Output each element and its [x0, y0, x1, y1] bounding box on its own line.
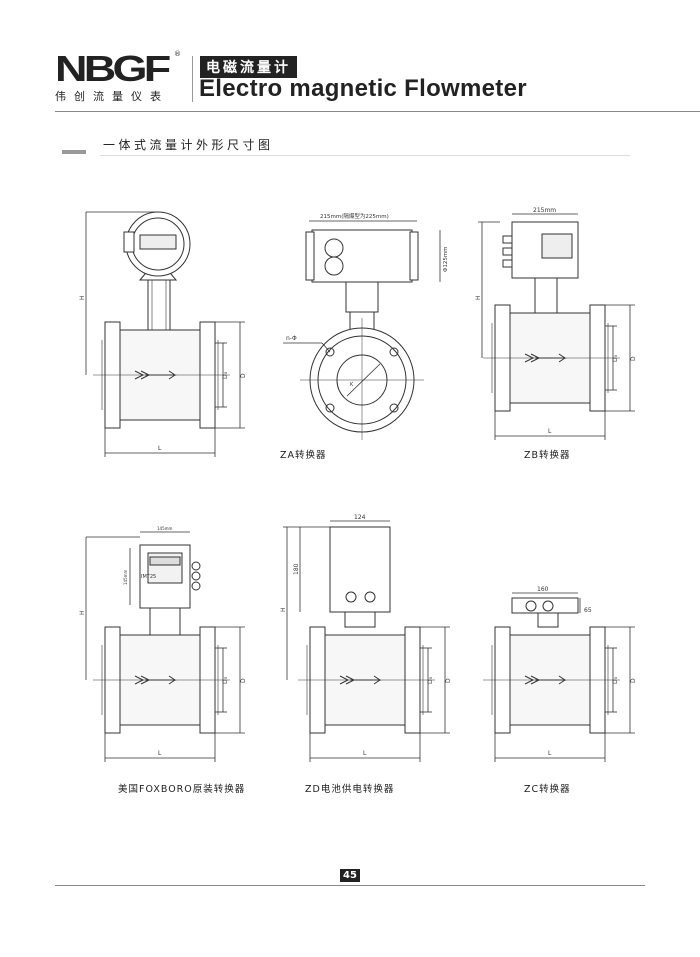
zc-flow-arrow-icon: [524, 675, 567, 685]
za-bolt-hole: [389, 403, 399, 413]
section-title: 一体式流量计外形尺寸图: [103, 138, 274, 152]
za-D-label: D: [240, 373, 247, 378]
zb-cable-gland: [502, 235, 513, 244]
za-caption: ZA转换器: [280, 450, 327, 461]
footer-rule: [55, 885, 645, 886]
registered-mark: ®: [174, 50, 181, 58]
za-K-label: K: [350, 382, 354, 388]
zb-width-label: 215mm: [533, 207, 556, 214]
zd-D-label: D: [445, 678, 452, 683]
zd-H-label: H: [280, 607, 287, 612]
za-bolt-hole: [325, 403, 335, 413]
zc-converter-housing: [511, 597, 579, 614]
zd-port: [364, 591, 376, 603]
za-hole-label: n-Φ: [286, 335, 297, 342]
section-marker: [62, 150, 86, 154]
zc-port: [542, 600, 554, 612]
foxboro-flow-arrow-icon: [134, 675, 177, 685]
zc-caption: ZC转换器: [524, 784, 571, 795]
za-width-label: 215mm(隔爆型为225mm): [320, 212, 389, 220]
za-H-label: H: [79, 295, 86, 300]
zd-height-label: 180: [293, 563, 300, 575]
foxboro-cable-gland: [191, 561, 201, 571]
zd-flow-arrow-icon: [339, 675, 382, 685]
brand-logo: NBGF 伟创流量仪表: [55, 51, 180, 104]
za-flow-arrow-icon: [134, 370, 177, 380]
za-front-endcap: [305, 231, 315, 281]
zc-neck: [537, 612, 559, 628]
english-title: Electro magnetic Flowmeter: [199, 75, 527, 102]
zb-caption: ZB转换器: [524, 450, 571, 461]
za-height-label: Φ125mm: [443, 246, 449, 272]
foxboro-display: [149, 556, 181, 566]
za-hole-leader: [321, 342, 331, 353]
header-rule: [55, 111, 700, 112]
za-front-port: [324, 256, 344, 276]
foxboro-D0-label: D₀: [222, 676, 229, 684]
zb-display: [541, 233, 573, 259]
zb-cable-gland: [502, 259, 513, 268]
za-cable-gland: [123, 231, 135, 253]
section-rule: [100, 155, 630, 156]
zd-D0-label: D₀: [427, 676, 434, 684]
zd-width-label: 124: [354, 514, 366, 521]
zb-flow-arrow-icon: [524, 353, 567, 363]
foxboro-width-label: 145mm: [157, 526, 173, 531]
za-L-label: L: [158, 445, 162, 452]
zc-D-label: D: [630, 678, 637, 683]
zd-caption: ZD电池供电转换器: [305, 784, 395, 795]
chinese-title: 电磁流量计: [200, 56, 297, 78]
foxboro-height-label: 145mm: [123, 569, 128, 585]
za-display-window: [139, 234, 177, 250]
zc-width-label: 160: [537, 586, 549, 593]
zb-cable-gland: [502, 247, 513, 256]
zb-L-label: L: [548, 428, 552, 435]
zb-H-label: H: [475, 295, 482, 300]
page-number: 45: [340, 869, 360, 882]
logo-chinese-name: 伟创流量仪表: [55, 90, 169, 103]
zc-port: [525, 600, 537, 612]
zb-D0-label: D₀: [612, 354, 619, 362]
zb-neck: [534, 277, 558, 314]
za-front-converter: [311, 229, 413, 283]
za-neck: [147, 271, 171, 331]
foxboro-caption: 美国FOXBORO原装转换器: [118, 784, 246, 795]
zc-height-label: 65: [584, 607, 592, 614]
za-bolt-hole: [325, 347, 335, 357]
zb-D-label: D: [630, 356, 637, 361]
foxboro-neck: [149, 607, 181, 636]
foxboro-D-label: D: [240, 678, 247, 683]
foxboro-H-label: H: [79, 610, 86, 615]
zc-D0-label: D₀: [612, 676, 619, 684]
zd-L-label: L: [363, 750, 367, 757]
za-D0-label: D₀: [222, 371, 229, 379]
foxboro-cable-gland: [191, 581, 201, 591]
foxboro-cable-gland: [191, 571, 201, 581]
foxboro-L-label: L: [158, 750, 162, 757]
header-divider: [192, 56, 193, 102]
za-front-endcap: [409, 231, 419, 281]
zd-port: [345, 591, 357, 603]
za-bolt-hole: [389, 347, 399, 357]
zd-converter-housing: [329, 526, 391, 613]
zc-L-label: L: [548, 750, 552, 757]
za-front-neck: [345, 281, 379, 313]
logo-mark: NBGF: [55, 48, 171, 89]
foxboro-display-label: IMT25: [141, 574, 156, 580]
